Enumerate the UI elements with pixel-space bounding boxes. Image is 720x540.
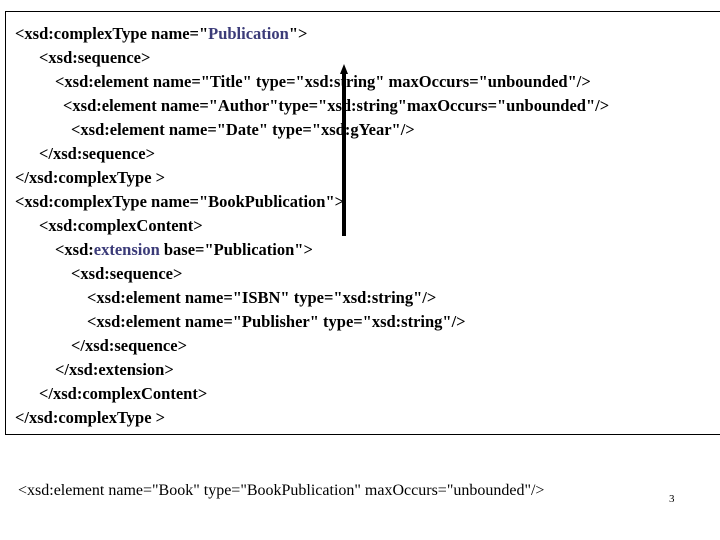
code-text: <xsd:complexContent>: [39, 216, 203, 235]
code-line-14: </xsd:sequence>: [71, 336, 187, 355]
code-text: <xsd:element name="Title" type="xsd:stri…: [55, 72, 591, 91]
code-text: <xsd:sequence>: [39, 48, 151, 67]
code-text: <xsd:: [55, 240, 94, 259]
code-text: <xsd:complexType name=": [15, 24, 209, 43]
frame-bottom-rule: [5, 434, 720, 435]
code-text-tail: ">: [288, 24, 308, 43]
code-text-tail: base="Publication">: [159, 240, 313, 259]
code-text: <xsd:sequence>: [71, 264, 183, 283]
code-highlight: extension: [93, 240, 160, 259]
code-text: </xsd:extension>: [55, 360, 174, 379]
code-text: </xsd:sequence>: [71, 336, 187, 355]
code-line-11: <xsd:sequence>: [71, 264, 183, 283]
footer-code-line: <xsd:element name="Book" type="BookPubli…: [18, 482, 544, 500]
code-line-2: <xsd:sequence>: [39, 48, 151, 67]
code-line-9: <xsd:complexContent>: [39, 216, 203, 235]
up-arrow-icon: [340, 64, 348, 236]
code-line-15: </xsd:extension>: [55, 360, 174, 379]
code-line-12: <xsd:element name="ISBN" type="xsd:strin…: [87, 288, 437, 307]
arrow-head: [340, 64, 348, 74]
code-text: </xsd:complexType >: [15, 408, 166, 427]
code-line-17: </xsd:complexType >: [15, 408, 166, 427]
code-line-13: <xsd:element name="Publisher" type="xsd:…: [87, 312, 466, 331]
arrow-shaft: [342, 72, 346, 236]
code-line-4: <xsd:element name="Author"type="xsd:stri…: [63, 96, 610, 115]
code-line-5: <xsd:element name="Date" type="xsd:gYear…: [71, 120, 415, 139]
xsd-code-block: <xsd:complexType name="Publication"> <xs…: [5, 11, 715, 435]
code-line-8: <xsd:complexType name="BookPublication">: [15, 192, 345, 211]
code-text: <xsd:element name="Date" type="xsd:gYear…: [71, 120, 415, 139]
code-highlight: Publication: [208, 24, 289, 43]
code-text: </xsd:sequence>: [39, 144, 155, 163]
code-line-1: <xsd:complexType name="Publication">: [15, 24, 308, 43]
page-number: 3: [669, 493, 675, 505]
code-line-16: </xsd:complexContent>: [39, 384, 208, 403]
code-text: <xsd:element name="ISBN" type="xsd:strin…: [87, 288, 437, 307]
code-text: <xsd:element name="Publisher" type="xsd:…: [87, 312, 466, 331]
code-line-10: <xsd:extension base="Publication">: [55, 240, 313, 259]
footer-code-text: <xsd:element name="Book" type="BookPubli…: [18, 482, 545, 499]
code-text: <xsd:element name="Author"type="xsd:stri…: [63, 96, 610, 115]
code-text: </xsd:complexType >: [15, 168, 166, 187]
code-line-6: </xsd:sequence>: [39, 144, 155, 163]
code-line-3: <xsd:element name="Title" type="xsd:stri…: [55, 72, 591, 91]
code-text: <xsd:complexType name="BookPublication">: [15, 192, 345, 211]
code-text: </xsd:complexContent>: [39, 384, 208, 403]
code-line-7: </xsd:complexType >: [15, 168, 166, 187]
